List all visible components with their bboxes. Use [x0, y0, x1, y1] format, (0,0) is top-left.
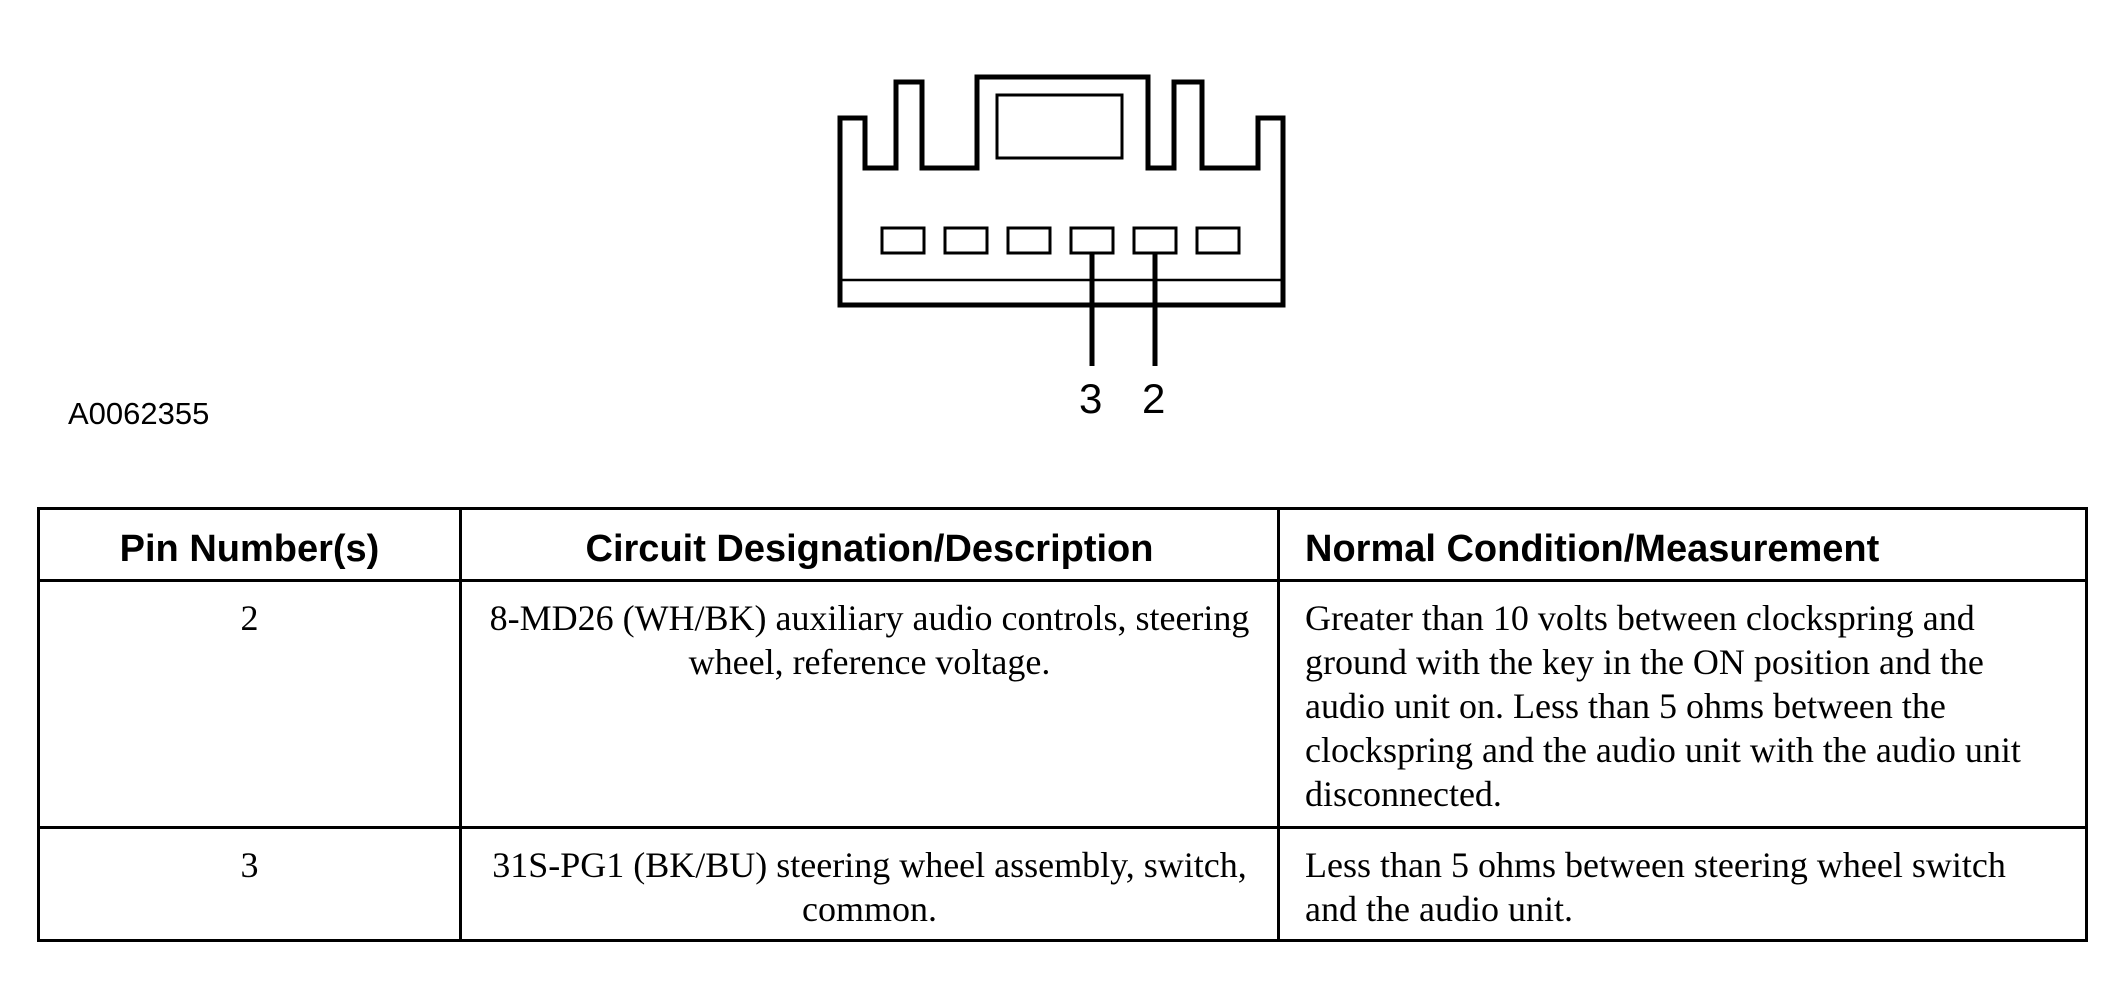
pin-cavity-4	[1006, 226, 1052, 255]
cell-pin: 3	[37, 826, 462, 942]
pin-cavity-6	[880, 226, 926, 255]
pin-table: Pin Number(s) Circuit Designation/Descri…	[37, 507, 2088, 942]
pin-cavity-2	[1132, 226, 1178, 255]
header-condition: Normal Condition/Measurement	[1277, 507, 2088, 582]
cell-circuit: 8-MD26 (WH/BK) auxiliary audio controls,…	[459, 579, 1280, 829]
cell-condition: Less than 5 ohms between steering wheel …	[1277, 826, 2088, 942]
cell-circuit: 31S-PG1 (BK/BU) steering wheel assembly,…	[459, 826, 1280, 942]
latch-window	[995, 93, 1124, 160]
pin-cavity-3	[1069, 226, 1115, 255]
table-row: 3 31S-PG1 (BK/BU) steering wheel assembl…	[37, 826, 2088, 942]
connector-diagram	[837, 74, 1286, 366]
table-header-row: Pin Number(s) Circuit Designation/Descri…	[37, 507, 2088, 582]
cell-condition: Greater than 10 volts between clocksprin…	[1277, 579, 2088, 829]
connector-housing	[837, 74, 1286, 308]
cell-pin: 2	[37, 579, 462, 829]
header-pin-number: Pin Number(s)	[37, 507, 462, 582]
table-row: 2 8-MD26 (WH/BK) auxiliary audio control…	[37, 579, 2088, 829]
pin-cavity-1	[1195, 226, 1241, 255]
pin-callout-2: 2	[1142, 375, 1166, 422]
header-circuit: Circuit Designation/Description	[459, 507, 1280, 582]
pin-cavity-5	[943, 226, 989, 255]
figure-id: A0062355	[68, 396, 210, 431]
pin-callout-3: 3	[1079, 375, 1103, 422]
